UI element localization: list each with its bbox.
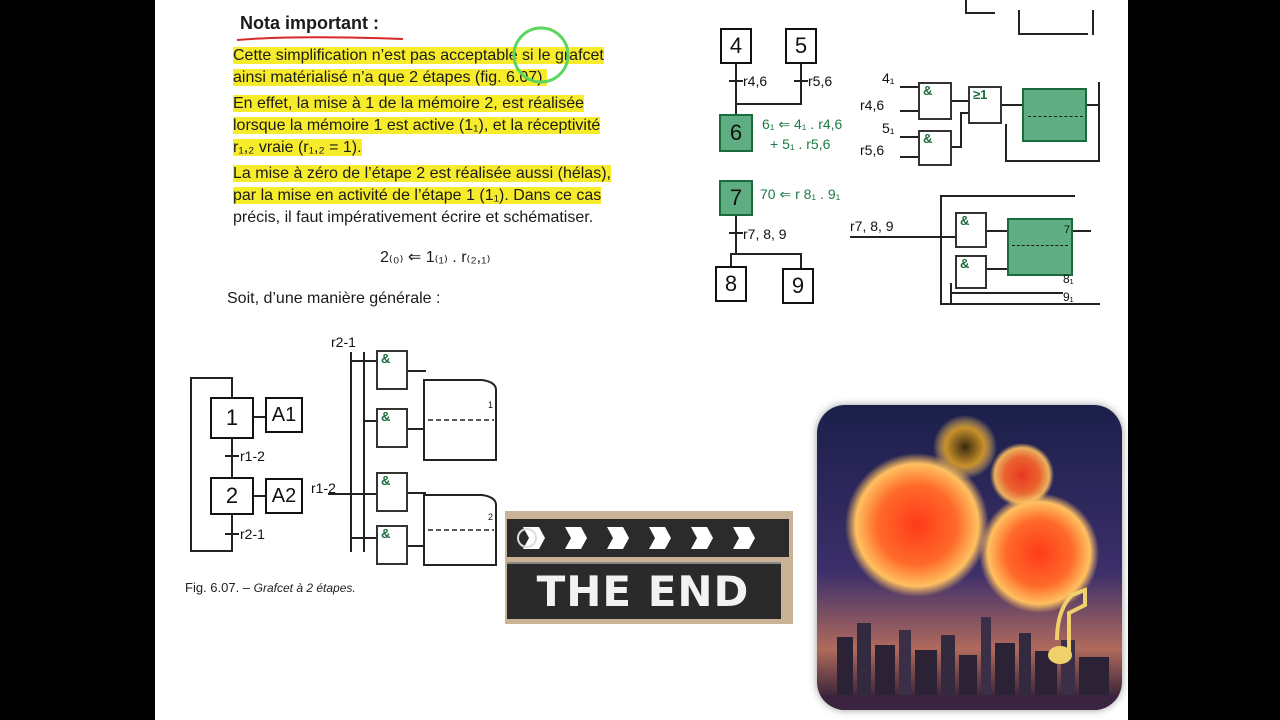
step-7-label: 7 — [719, 180, 753, 216]
figure-caption: Fig. 6.07. – Grafcet à 2 étapes. — [185, 580, 356, 595]
top-right-schematic: 4 5 r4,6 r5,6 6 6₁ ⇐ 4₁ . r4,6 + 5₁ . r5… — [710, 0, 1105, 320]
paragraph-2: En effet, la mise à 1 de la mémoire 2, e… — [233, 93, 601, 159]
in-r46-label: r4,6 — [860, 97, 885, 113]
memory-6 — [1022, 88, 1087, 142]
in-r56-label: r5,6 — [860, 142, 885, 158]
in-41-label: 4₁ — [882, 70, 895, 86]
memory-6-dash — [1028, 116, 1083, 117]
r21-label: r2-1 — [240, 526, 265, 542]
fig-6-07: 1 A1 r1-2 2 A2 r2-1 r2-1 r1-2 & & & & — [188, 330, 498, 600]
cursor-circle-icon — [512, 26, 570, 84]
paragraph2-line3: r₁,₂ vraie (r₁,₂ = 1). — [233, 139, 362, 156]
step-9-box: 9 — [782, 268, 814, 304]
action-a2-box: A2 — [265, 478, 303, 514]
heading-underline — [236, 36, 404, 41]
memory-7 — [1007, 218, 1073, 276]
eq6-line1: 6₁ ⇐ 4₁ . r4,6 — [762, 116, 843, 132]
memory-7-dash — [1012, 245, 1068, 246]
step-6-label: 6 — [719, 114, 753, 152]
mem-out-2: 2 — [488, 512, 494, 522]
the-end-text: THE END — [536, 567, 750, 616]
the-end-clapperboard: THE END — [505, 511, 793, 624]
circuit-r12-label: r1-2 — [311, 480, 336, 496]
and-gate-7b: & — [955, 255, 987, 289]
in-r789-label: r7, 8, 9 — [850, 218, 894, 234]
step-8-box: 8 — [715, 266, 747, 302]
and-gate-3: & — [376, 472, 408, 512]
paragraph2-line1: En effet, la mise à 1 de la mémoire 2, e… — [233, 95, 584, 112]
step-5-box: 5 — [785, 28, 817, 64]
circuit-r21-label: r2-1 — [331, 334, 356, 350]
eq7: 70 ⇐ r 8₁ . 9₁ — [760, 186, 841, 202]
clapperboard-graphic — [505, 511, 793, 624]
memory-blocks — [423, 379, 497, 566]
and-gate-1: & — [376, 350, 408, 390]
and-gate-6b: & — [918, 130, 952, 166]
heading: Nota important : — [240, 13, 379, 33]
fireworks-image — [817, 405, 1122, 710]
and-gate-7a: & — [955, 212, 987, 248]
paragraph3-line3: précis, il faut impérativement écrire et… — [233, 209, 594, 226]
action-a1-box: A1 — [265, 397, 303, 433]
and-gate-4: & — [376, 525, 408, 565]
in-51-label: 5₁ — [882, 120, 895, 136]
step-4-box: 4 — [720, 28, 752, 64]
step-2-box: 2 — [210, 477, 254, 515]
caption-prefix: Fig. 6.07. – — [185, 580, 251, 595]
caption-text: Grafcet à 2 étapes. — [253, 581, 356, 595]
mem-out-1: 1 — [488, 400, 494, 410]
general-statement: Soit, d’une manière générale : — [227, 290, 441, 307]
out7-label: 7 — [1064, 224, 1071, 236]
paragraph3-line2: par la mise en activité de l’étape 1 (1₁… — [233, 187, 602, 204]
paragraph2-line2: lorsque la mémoire 1 est active (1₁), et… — [233, 117, 601, 134]
and-gate-2: & — [376, 408, 408, 448]
r12-label: r1-2 — [240, 448, 265, 464]
paragraph3-line1: La mise à zéro de l’étape 2 est réalisée… — [233, 165, 611, 182]
or-gate-6: ≥1 — [968, 86, 1002, 124]
document-page: Nota important : Cette simplification n’… — [155, 0, 1128, 720]
r46-label: r4,6 — [743, 73, 768, 89]
paragraph-3: La mise à zéro de l’étape 2 est réalisée… — [233, 163, 611, 229]
r789-label: r7, 8, 9 — [743, 226, 787, 242]
step-1-box: 1 — [210, 397, 254, 439]
formula: 2₍₀₎ ⇐ 1₍₁₎ . r₍₂,₁₎ — [380, 249, 491, 266]
paragraph-1: Cette simplification n’est pas acceptabl… — [233, 45, 604, 89]
fireworks-graphic — [817, 405, 1122, 710]
paragraph1-line2: ainsi matérialisé n’a que 2 étapes (fig.… — [233, 69, 547, 86]
paragraph1-line1: Cette simplification n’est pas acceptabl… — [233, 47, 604, 64]
eq6-line2: + 5₁ . r5,6 — [770, 136, 831, 152]
r56-label: r5,6 — [808, 73, 833, 89]
in-91-label: 9₁ — [1063, 290, 1074, 304]
and-gate-6a: & — [918, 82, 952, 120]
in-81-label: 8₁ — [1063, 272, 1074, 286]
